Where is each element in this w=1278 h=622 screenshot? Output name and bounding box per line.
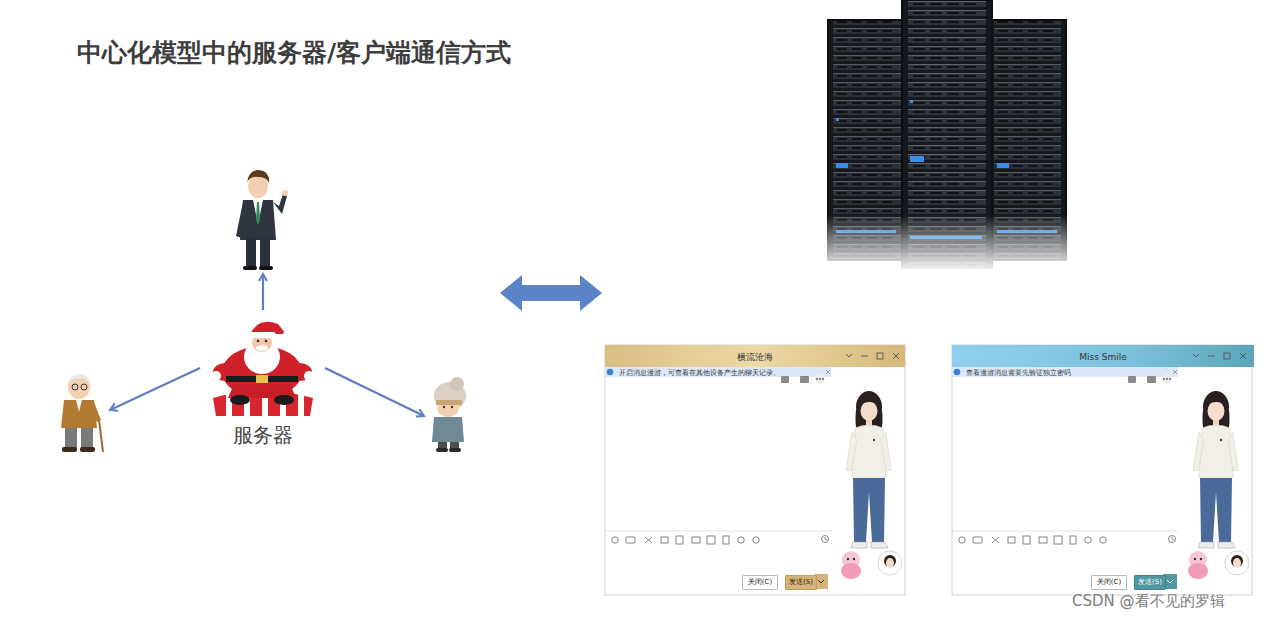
send-button: 发送(S) bbox=[785, 575, 817, 590]
button-label: 关闭(C) bbox=[1097, 578, 1121, 587]
watermark-text: CSDN @看不见的罗辑 bbox=[1072, 592, 1225, 611]
button-label: 发送(S) bbox=[789, 578, 813, 587]
server-node: 服务器 bbox=[205, 318, 320, 450]
button-label: 发送(S) bbox=[1138, 578, 1162, 587]
server-label: 服务器 bbox=[229, 422, 297, 450]
chat-window: Miss Smile查看漫游消息需要先验证独立密码关闭(C) 发送(S) bbox=[952, 345, 1254, 595]
close-button: 关闭(C) bbox=[742, 575, 778, 590]
window-title: 横流沧海 bbox=[606, 346, 904, 368]
notice-text: 开启消息漫游，可查看在其他设备产生的聊天记录。 bbox=[606, 368, 904, 378]
button-label: 关闭(C) bbox=[748, 578, 772, 587]
chat-window: 横流沧海开启消息漫游，可查看在其他设备产生的聊天记录。关闭(C) 发送(S) bbox=[605, 345, 905, 595]
send-button: 发送(S) bbox=[1134, 575, 1166, 590]
window-title: Miss Smile bbox=[953, 346, 1253, 368]
notice-text: 查看漫游消息需要先验证独立密码 bbox=[953, 368, 1253, 378]
close-button: 关闭(C) bbox=[1091, 575, 1127, 590]
diagram-title: 中心化模型中的服务器/客户端通信方式 bbox=[77, 36, 511, 69]
